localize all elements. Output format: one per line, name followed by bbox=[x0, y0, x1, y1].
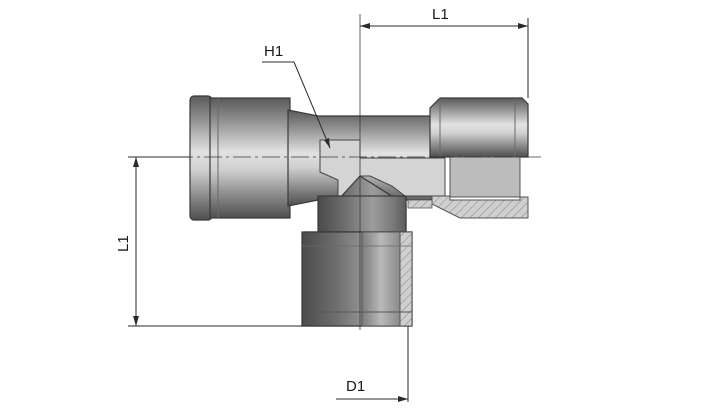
h1-label: H1 bbox=[264, 43, 283, 60]
dimension-l1-top: L1 bbox=[360, 6, 529, 98]
l1-left-label: L1 bbox=[115, 235, 132, 252]
d1-label: D1 bbox=[346, 378, 365, 395]
right-socket bbox=[407, 97, 529, 219]
left-socket bbox=[189, 95, 291, 221]
branch-neck bbox=[317, 175, 407, 233]
h1-bore-cutaway bbox=[319, 139, 446, 197]
section-hatch-bottom bbox=[399, 231, 413, 327]
section-hatch-right bbox=[431, 195, 529, 219]
branch-socket bbox=[301, 231, 413, 327]
dimension-l1-left: L1 bbox=[115, 156, 302, 327]
center-lines bbox=[175, 14, 545, 330]
leader-h1: H1 bbox=[262, 43, 331, 149]
l1-top-label: L1 bbox=[432, 6, 449, 23]
dimension-d1: D1 bbox=[336, 326, 409, 402]
